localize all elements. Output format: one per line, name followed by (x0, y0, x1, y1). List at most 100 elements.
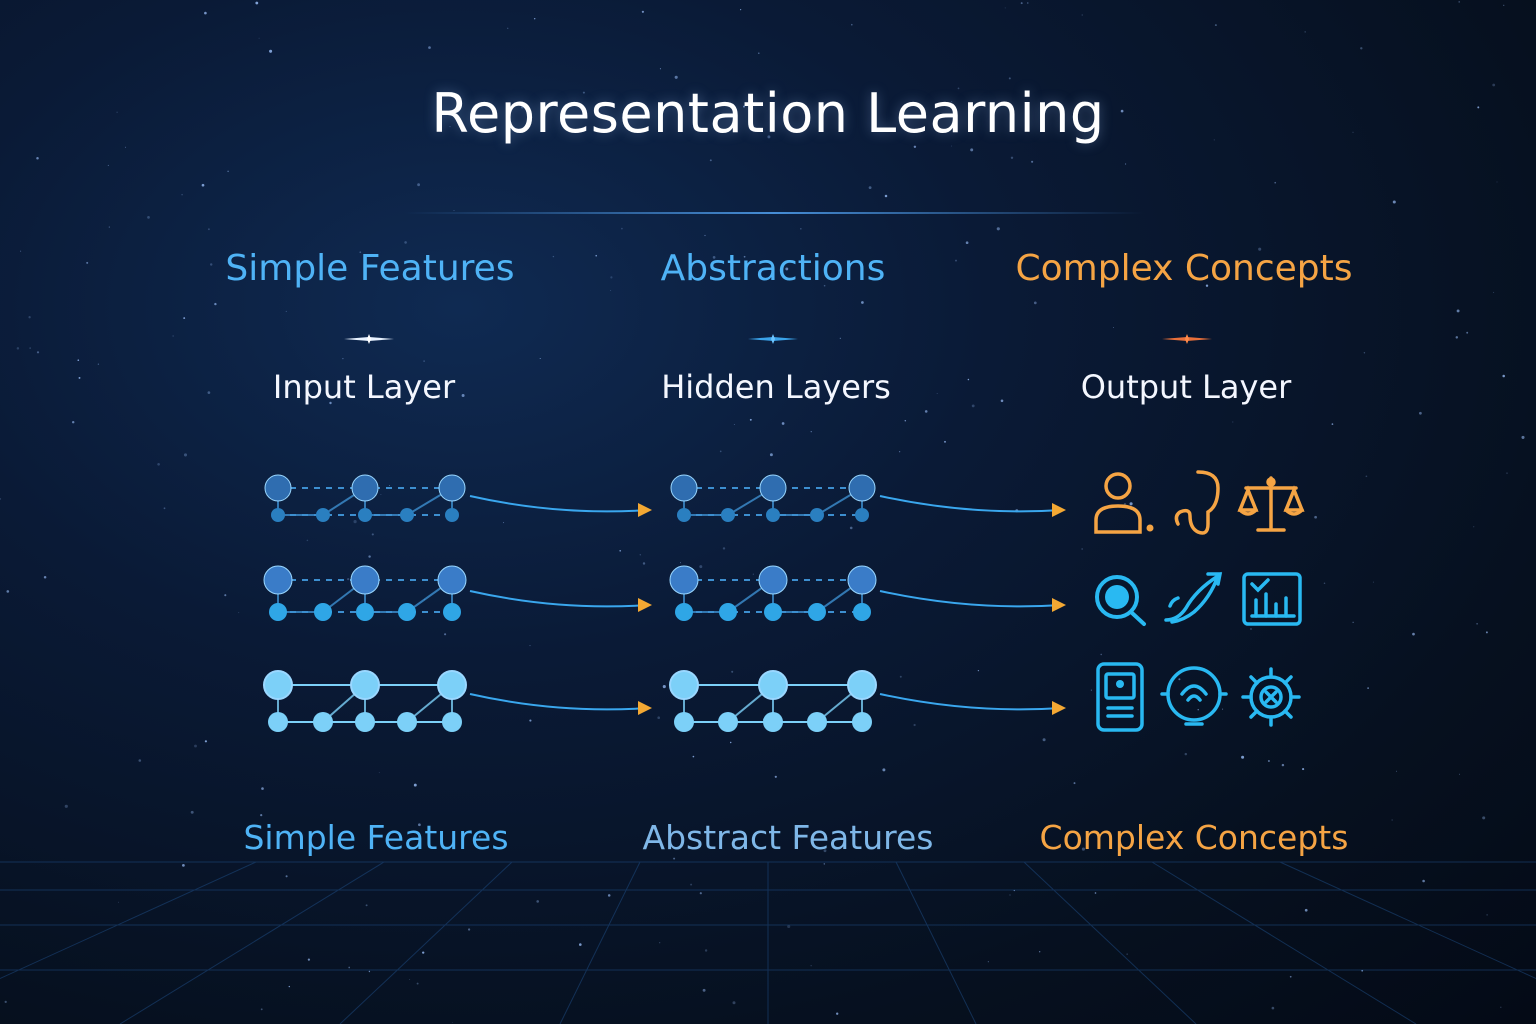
network-node (810, 508, 824, 522)
star (740, 9, 742, 11)
star (108, 226, 110, 228)
star (1500, 1006, 1502, 1009)
star (729, 741, 732, 744)
sparkle-icon-hidden (748, 334, 798, 344)
star (913, 145, 917, 149)
star (353, 520, 357, 524)
star (368, 555, 371, 558)
star (787, 924, 791, 929)
star (204, 740, 208, 743)
star (1125, 163, 1127, 165)
heading-abstractions: Abstractions (660, 248, 886, 289)
star (709, 159, 712, 162)
star (78, 376, 81, 379)
star (365, 904, 368, 907)
star (1485, 631, 1488, 634)
star (1331, 423, 1334, 425)
star (404, 241, 407, 244)
arrow-head-icon (638, 701, 652, 715)
star (417, 183, 421, 187)
star (536, 900, 539, 903)
star (418, 823, 421, 827)
star (1073, 782, 1076, 785)
star (1008, 77, 1011, 80)
star (258, 37, 260, 39)
flow-arrow (469, 693, 649, 711)
star (1482, 816, 1486, 820)
star (595, 254, 597, 257)
label-input-layer: Input Layer (272, 368, 456, 406)
network-node (847, 565, 877, 595)
network-node (670, 474, 698, 502)
flow-arrow (879, 693, 1063, 711)
star (1352, 131, 1354, 133)
star (732, 838, 736, 841)
star (1232, 421, 1234, 423)
star (1304, 31, 1306, 33)
star (1395, 770, 1398, 772)
star (1466, 331, 1469, 334)
star (1422, 879, 1425, 883)
star (1367, 687, 1369, 689)
person-icon (1094, 472, 1154, 534)
star (416, 982, 419, 985)
star (1281, 763, 1285, 767)
star (1081, 14, 1083, 16)
star (699, 565, 703, 569)
flow-arrow (469, 590, 649, 608)
star (621, 227, 623, 230)
label-output-layer: Output Layer (1080, 368, 1292, 406)
star (181, 193, 183, 196)
star (409, 978, 411, 980)
network-node (263, 565, 293, 595)
star (1391, 819, 1393, 821)
star (1473, 526, 1475, 528)
star (1258, 247, 1262, 251)
star (884, 194, 888, 198)
star (520, 106, 524, 109)
star (944, 440, 946, 443)
star (529, 719, 532, 722)
star (619, 549, 622, 552)
star (201, 183, 205, 187)
star (704, 949, 708, 952)
flow-arrow (469, 495, 649, 513)
network-node (852, 712, 872, 732)
star (1124, 503, 1126, 505)
network-node (807, 712, 827, 732)
star (971, 404, 975, 408)
star (1363, 352, 1366, 354)
star (285, 875, 288, 878)
star (6, 590, 10, 593)
star (1314, 515, 1317, 519)
star (1271, 1006, 1275, 1010)
star (987, 961, 989, 963)
star (1039, 951, 1041, 953)
star (692, 755, 695, 758)
scales-icon (1237, 476, 1305, 532)
star (996, 227, 1000, 231)
star (43, 576, 47, 579)
star (731, 670, 734, 673)
network-node (350, 565, 380, 595)
star (1241, 755, 1245, 759)
network-node (268, 712, 288, 732)
star (1081, 548, 1083, 550)
star (849, 526, 853, 530)
network-node (848, 474, 876, 502)
star (214, 302, 217, 306)
star (285, 310, 287, 312)
star (453, 209, 455, 211)
sparkle-icon-input (344, 334, 394, 344)
star (329, 401, 332, 405)
star (64, 804, 68, 808)
star (107, 164, 109, 166)
star (20, 250, 22, 252)
star (172, 335, 174, 337)
arrow-head-icon (638, 503, 652, 517)
star (899, 451, 901, 453)
star (1267, 759, 1270, 763)
star (423, 360, 425, 362)
star (1304, 908, 1308, 912)
